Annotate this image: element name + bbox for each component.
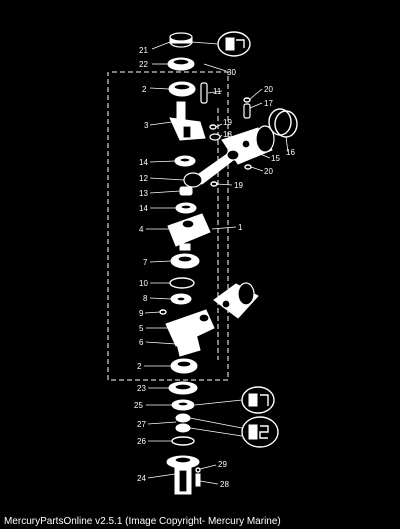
label-15: 15 <box>271 154 280 163</box>
label-27: 27 <box>137 420 146 429</box>
label-28: 28 <box>220 480 229 489</box>
part-pin-9 <box>159 309 167 315</box>
part-labels: 21 22 30 2 11 3 19 18 20 17 16 15 20 14 … <box>134 46 295 489</box>
label-3: 3 <box>144 121 149 130</box>
part-crankshaft-3 <box>169 101 206 141</box>
part-oring-26 <box>171 436 195 446</box>
label-14-bottom: 14 <box>139 204 148 213</box>
part-clip-19-mid <box>210 181 218 187</box>
label-7: 7 <box>143 258 148 267</box>
label-14-top: 14 <box>139 158 148 167</box>
part-wristpin-17 <box>243 103 251 119</box>
label-22: 22 <box>139 60 148 69</box>
part-crank-journal-4 <box>167 213 211 251</box>
label-30: 30 <box>227 68 236 77</box>
label-12: 12 <box>139 174 148 183</box>
label-16: 16 <box>286 148 295 157</box>
label-10: 10 <box>139 279 148 288</box>
part-seal-27-a <box>175 413 191 423</box>
part-bearing-22 <box>167 57 195 71</box>
label-20-bottom: 20 <box>264 167 273 176</box>
part-bearing-13 <box>179 186 193 196</box>
label-18: 18 <box>223 130 232 139</box>
label-1: 1 <box>238 223 243 232</box>
label-5: 5 <box>139 324 144 333</box>
part-bearing-14-top <box>174 155 196 167</box>
label-19-mid: 19 <box>234 181 243 190</box>
detail-callout-bottom <box>189 416 279 448</box>
part-seal-23 <box>168 381 198 395</box>
label-23: 23 <box>137 384 146 393</box>
detail-callout-top <box>191 31 251 57</box>
part-bearing-2-top <box>168 81 196 97</box>
copyright-footer: MercuryPartsOnline v2.5.1 (Image Copyrig… <box>4 516 281 527</box>
label-26: 26 <box>137 437 146 446</box>
label-9: 9 <box>139 309 144 318</box>
label-17: 17 <box>264 99 273 108</box>
label-11: 11 <box>213 87 222 96</box>
label-13: 13 <box>139 189 148 198</box>
part-seal-27-b <box>175 423 191 433</box>
part-clip-20-bottom <box>244 164 252 170</box>
label-29: 29 <box>218 460 227 469</box>
part-conrod-12 <box>183 149 240 188</box>
label-20-top: 20 <box>264 85 273 94</box>
part-bearing-14-bottom <box>175 202 197 214</box>
part-bearing-25 <box>171 399 195 411</box>
part-screw-28 <box>195 473 201 487</box>
label-6: 6 <box>139 338 144 347</box>
label-25: 25 <box>134 401 143 410</box>
part-crank-lower-5 <box>165 309 215 357</box>
part-housing-24 <box>166 455 200 495</box>
part-rings-16 <box>268 108 298 138</box>
part-pin-11 <box>200 82 208 104</box>
label-8: 8 <box>143 294 148 303</box>
part-seal-21 <box>169 32 193 48</box>
label-21: 21 <box>139 46 148 55</box>
part-bearing-2-bottom <box>170 358 198 374</box>
label-24: 24 <box>137 474 146 483</box>
part-clip-20-top <box>243 97 251 103</box>
leader-lines <box>144 41 289 485</box>
part-ring-10 <box>169 277 195 289</box>
part-piston-lower <box>213 282 259 319</box>
part-washer-8 <box>170 293 192 305</box>
label-4: 4 <box>139 225 144 234</box>
part-clip-19-top <box>209 124 217 130</box>
label-2-top: 2 <box>142 85 147 94</box>
detail-callout-mid <box>194 386 275 414</box>
label-2-bottom: 2 <box>137 362 142 371</box>
part-bearing-7 <box>170 253 200 269</box>
assembly-outline <box>107 71 229 381</box>
part-washer-18 <box>209 133 221 141</box>
label-19-top: 19 <box>223 118 232 127</box>
part-washer-29 <box>195 467 201 473</box>
